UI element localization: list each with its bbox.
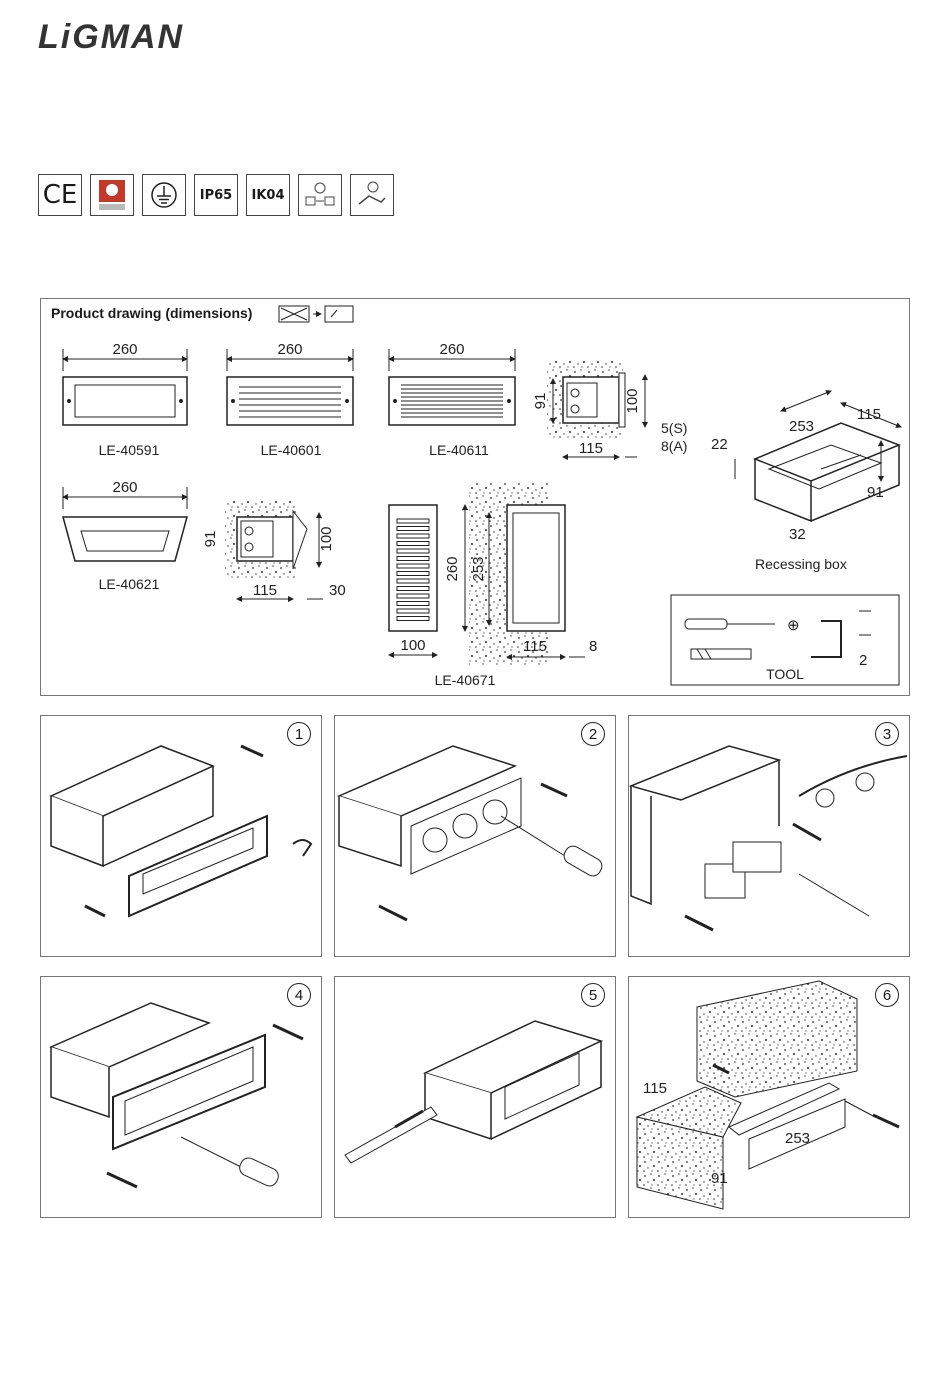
step-1-number: 1 — [287, 722, 311, 746]
install-symbol-a-icon — [298, 174, 342, 216]
dimension-drawings: 260 LE-40591 260 LE-40601 260 — [41, 299, 909, 695]
ce-mark-icon: CE — [38, 174, 82, 216]
step-6-number: 6 — [875, 983, 899, 1007]
louver-slat — [397, 564, 429, 568]
model-40671-drawing: 100 260 253 115 8 LE-40671 — [389, 483, 597, 688]
s1-note-s: 5(S) — [661, 420, 687, 436]
model-40591-drawing: 260 LE-40591 — [63, 341, 187, 458]
tool-caption: TOOL — [766, 666, 804, 682]
step-3-panel: 3 — [628, 715, 910, 957]
hex-size-label: 2 — [859, 652, 867, 669]
brand-logo: LiGMAN — [38, 18, 184, 57]
s2-height2-label: 100 — [318, 526, 335, 551]
m4-width-label: 260 — [112, 479, 137, 496]
s2-offset-label: 30 — [329, 582, 346, 599]
certification-row: CE IP65 IK04 — [38, 174, 394, 216]
model-40621-drawing: 260 LE-40621 — [63, 479, 187, 592]
title-mount-icons — [279, 306, 353, 322]
step-5-panel: 5 — [334, 976, 616, 1218]
recessing-box-drawing: 253 115 22 91 32 Recessing box — [711, 391, 901, 572]
louver-slat — [397, 549, 429, 553]
step-2-illustration — [335, 716, 615, 956]
m4-code-label: LE-40621 — [99, 576, 160, 592]
s2-depth-label: 115 — [253, 582, 277, 599]
product-drawing-panel: Product drawing (dimensions) 260 — [40, 298, 910, 696]
s1-height2-label: 100 — [624, 388, 641, 413]
m5-code-label: LE-40671 — [435, 672, 496, 688]
s3-depth-label: 115 — [523, 638, 547, 655]
louver-slat — [397, 609, 429, 613]
ip65-icon: IP65 — [194, 174, 238, 216]
s3-offset-label: 8 — [589, 638, 597, 655]
step-4-number: 4 — [287, 983, 311, 1007]
step6-length-label: 253 — [785, 1130, 810, 1147]
m1-width-label: 260 — [112, 341, 137, 358]
m3-width-label: 260 — [439, 341, 464, 358]
louver-slat — [397, 527, 429, 531]
louver-slat — [397, 572, 429, 576]
louver-slat — [397, 542, 429, 546]
step-6-illustration: 115 253 91 — [629, 977, 909, 1217]
s1-note-a: 8(A) — [661, 438, 687, 454]
m2-code-label: LE-40601 — [261, 442, 322, 458]
louver-slat — [397, 587, 429, 591]
box-depth-label: 115 — [857, 406, 881, 423]
s1-depth-label: 115 — [579, 440, 603, 457]
s3-height-label: 260 — [444, 556, 461, 581]
section-2-drawing: 91 100 115 30 — [202, 499, 346, 599]
ik04-icon: IK04 — [246, 174, 290, 216]
box-caption: Recessing box — [755, 556, 847, 572]
install-symbol-b-icon — [350, 174, 394, 216]
step-1-panel: 1 — [40, 715, 322, 957]
step-5-number: 5 — [581, 983, 605, 1007]
step6-height-label: 91 — [711, 1170, 728, 1187]
louver-slat — [397, 534, 429, 538]
box-w-label: 32 — [789, 526, 806, 543]
section-1-drawing: 91 100 115 5(S) 8(A) — [532, 361, 687, 457]
phillips-symbol: ⊕ — [787, 617, 800, 634]
louver-slat — [397, 594, 429, 598]
m3-code-label: LE-40611 — [429, 442, 489, 458]
quality-badge-icon — [90, 174, 134, 216]
m1-code-label: LE-40591 — [99, 442, 160, 458]
box-h-label: 22 — [711, 436, 728, 453]
step-2-number: 2 — [581, 722, 605, 746]
m2-width-label: 260 — [277, 341, 302, 358]
louver-slat — [397, 617, 429, 621]
step-6-panel: 115 253 91 6 — [628, 976, 910, 1218]
louver-slat — [397, 519, 429, 523]
m5-width-label: 100 — [400, 637, 425, 654]
box-length-label: 253 — [789, 418, 814, 435]
louver-slat — [397, 602, 429, 606]
step-4-illustration — [41, 977, 321, 1217]
model-40611-drawing: 260 LE-40611 — [389, 341, 515, 458]
s3-inner-label: 253 — [470, 556, 487, 581]
step-3-illustration — [629, 716, 909, 956]
step-2-panel: 2 — [334, 715, 616, 957]
step-1-illustration — [41, 716, 321, 956]
box-h2-label: 91 — [867, 484, 884, 501]
tool-box: ⊕ 2 TOOL — [671, 595, 899, 685]
s2-height-label: 91 — [202, 531, 219, 548]
step-4-panel: 4 — [40, 976, 322, 1218]
louver-slat — [397, 557, 429, 561]
earth-ground-icon — [142, 174, 186, 216]
step6-depth-label: 115 — [643, 1080, 667, 1097]
s1-height-label: 91 — [532, 393, 549, 410]
model-40601-drawing: 260 LE-40601 — [227, 341, 353, 458]
step-5-illustration — [335, 977, 615, 1217]
step-3-number: 3 — [875, 722, 899, 746]
louver-slat — [397, 579, 429, 583]
